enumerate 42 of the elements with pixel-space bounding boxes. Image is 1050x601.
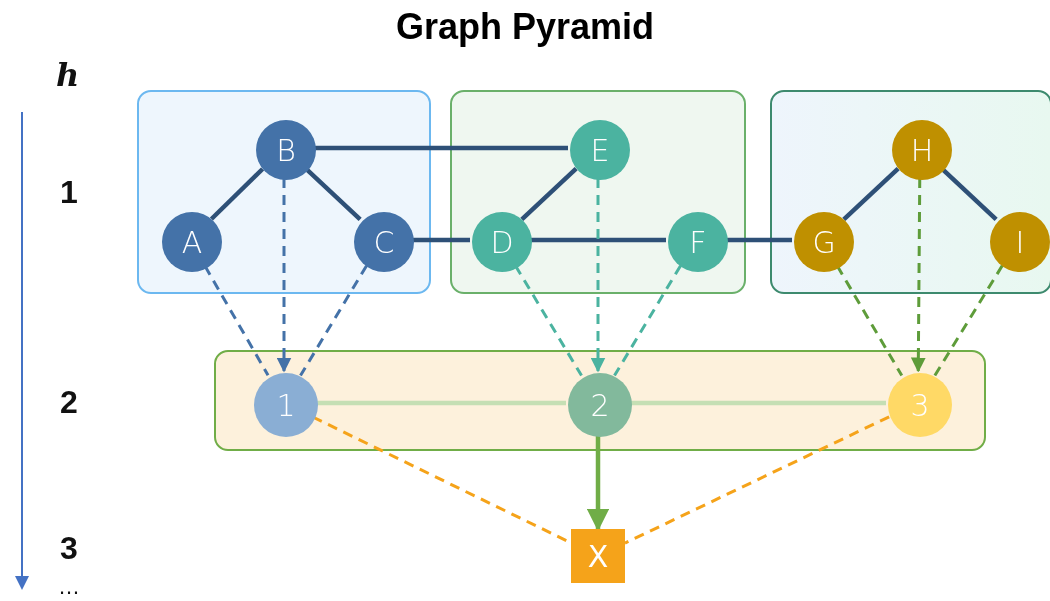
connector-line [613,264,682,377]
circle-node: H [892,120,952,180]
level-number: 1 [60,174,78,211]
circle-node: I [990,212,1050,272]
connector-line [314,145,568,151]
connector-line [933,264,1004,377]
group-box [450,90,746,294]
level-number: 2 [60,384,78,421]
connector-line [624,415,890,545]
ellipsis: … [58,574,80,600]
circle-node: 1 [254,373,318,437]
connector-line [299,264,368,377]
group-box [137,90,431,294]
connector-line [203,265,270,377]
axis-label: h [56,56,80,94]
circle-node: D [472,212,532,272]
connector-line [630,400,886,406]
circle-node: F [668,212,728,272]
connector-line [316,400,566,406]
connector-line [842,166,900,222]
connector-line [726,237,792,243]
connector-line [835,265,904,377]
circle-node: E [570,120,630,180]
circle-node: G [794,212,854,272]
connector-line [520,166,578,222]
arrow [586,435,610,532]
level-number: 3 [60,530,78,567]
circle-node: C [354,212,414,272]
circle-node: B [256,120,316,180]
arrow [910,178,926,373]
arrow [590,178,606,373]
circle-node: 2 [568,373,632,437]
circle-node: A [162,212,222,272]
group-box [770,90,1050,294]
circle-node: 3 [888,373,952,437]
group-box [214,350,986,451]
square-node: X [571,529,625,583]
connector-line [412,237,470,243]
connector-line [530,237,666,243]
diagram-title: Graph Pyramid [394,6,656,48]
connector-line [209,167,265,221]
arrow [276,178,292,373]
